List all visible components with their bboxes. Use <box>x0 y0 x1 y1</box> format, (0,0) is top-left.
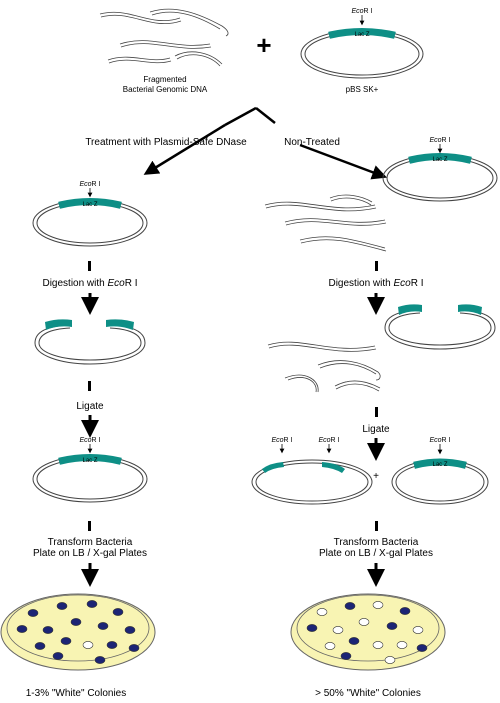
left-transform-line2: Plate on LB / X-gal Plates <box>33 548 147 559</box>
blue-colony <box>27 609 39 617</box>
right-plasmid-intact: Lac Z EcoR I <box>382 137 498 202</box>
step-tick <box>375 521 378 531</box>
plus-sign: + <box>256 30 271 60</box>
blue-colony <box>97 622 109 630</box>
blue-colony <box>306 624 318 632</box>
blue-colony <box>112 608 124 616</box>
blue-colony <box>86 600 98 608</box>
white-colony <box>396 641 408 649</box>
lac-z-label: Lac Z <box>432 462 447 468</box>
left-agar-plate <box>0 593 156 671</box>
right-plasmid-linearized <box>384 304 496 350</box>
lac-z-label: Lac Z <box>354 32 369 38</box>
blue-colony <box>60 637 72 645</box>
right-genomic-fragments-1 <box>264 194 387 252</box>
ecori-site-label: EcoR I <box>79 437 100 444</box>
left-plasmid-religated: Lac Z EcoR I <box>32 437 148 503</box>
blue-colony <box>416 644 428 652</box>
branch-label-treated: Treatment with Plasmid-Safe DNase <box>85 137 247 148</box>
lac-z-label: Lac Z <box>82 458 97 464</box>
lac-z-gene-segment <box>328 28 396 39</box>
ligation-products-plus: + <box>373 471 379 482</box>
step-tick <box>88 521 91 531</box>
white-colony <box>372 641 384 649</box>
ecori-site-label: EcoR I <box>79 181 100 188</box>
right-result-label: > 50% "White" Colonies <box>315 688 421 699</box>
ecori-site-label: EcoR I <box>271 437 292 444</box>
right-plasmid-religated: Lac Z EcoR I <box>391 437 489 505</box>
blue-colony <box>348 637 360 645</box>
white-colony <box>412 626 424 634</box>
right-transform-line2: Plate on LB / X-gal Plates <box>319 548 433 559</box>
left-transform-line1: Transform Bacteria <box>48 537 133 548</box>
step-tick <box>375 407 378 417</box>
white-colony <box>332 626 344 634</box>
blue-colony <box>344 602 356 610</box>
white-colony <box>358 618 370 626</box>
left-colonies <box>16 600 140 664</box>
white-colony <box>372 601 384 609</box>
right-agar-plate <box>290 593 446 671</box>
blue-colony <box>128 644 140 652</box>
plasmid-pbs-sk: Lac Z EcoR I <box>300 8 424 79</box>
plasmid-label: pBS SK+ <box>346 85 379 94</box>
fragment-label-line1: Fragmented <box>143 75 186 84</box>
step-tick <box>88 381 91 391</box>
white-colony <box>384 656 396 664</box>
right-colonies <box>306 601 428 664</box>
blue-colony <box>340 652 352 660</box>
left-result-label: 1-3% "White" Colonies <box>26 688 126 699</box>
blue-colony <box>94 656 106 664</box>
right-transform-line1: Transform Bacteria <box>334 537 419 548</box>
ecori-site-label: EcoR I <box>429 437 450 444</box>
lac-z-fragment-right <box>106 319 134 330</box>
right-plasmid-with-insert: EcoR I EcoR I <box>251 437 373 505</box>
lac-z-label: Lac Z <box>432 157 447 163</box>
left-plasmid-intact: Lac Z EcoR I <box>32 181 148 247</box>
white-colony <box>324 642 336 650</box>
fragment-label-line2: Bacterial Genomic DNA <box>123 85 208 94</box>
ecori-site-label: EcoR I <box>429 137 450 144</box>
branch-split-arrows <box>143 106 388 180</box>
blue-colony <box>16 625 28 633</box>
blue-colony <box>52 652 64 660</box>
left-digest-label: Digestion with EcoR I <box>42 278 137 289</box>
blue-colony <box>399 607 411 615</box>
step-tick <box>375 261 378 271</box>
branch-label-non-treated: Non-Treated <box>284 137 340 148</box>
right-genomic-fragments-2 <box>267 341 381 393</box>
blue-colony <box>124 626 136 634</box>
right-digest-label: Digestion with EcoR I <box>328 278 423 289</box>
left-ligate-label: Ligate <box>76 401 104 412</box>
genomic-dna-fragments <box>99 8 229 67</box>
step-tick <box>88 261 91 271</box>
white-colony <box>316 608 328 616</box>
lac-z-fragment-right <box>458 304 482 315</box>
blue-colony <box>56 602 68 610</box>
lac-z-fragment-left <box>398 304 422 315</box>
lac-z-fragment-left <box>45 319 72 330</box>
blue-colony <box>42 626 54 634</box>
blue-colony <box>70 618 82 626</box>
blue-colony <box>106 641 118 649</box>
left-plasmid-linearized <box>34 319 146 365</box>
blue-colony <box>386 622 398 630</box>
white-colony <box>82 641 94 649</box>
blue-colony <box>34 642 46 650</box>
ecori-site-label: EcoR I <box>318 437 339 444</box>
lac-z-label: Lac Z <box>82 202 97 208</box>
right-ligate-label: Ligate <box>362 424 390 435</box>
ecori-site-label: EcoR I <box>351 8 372 15</box>
